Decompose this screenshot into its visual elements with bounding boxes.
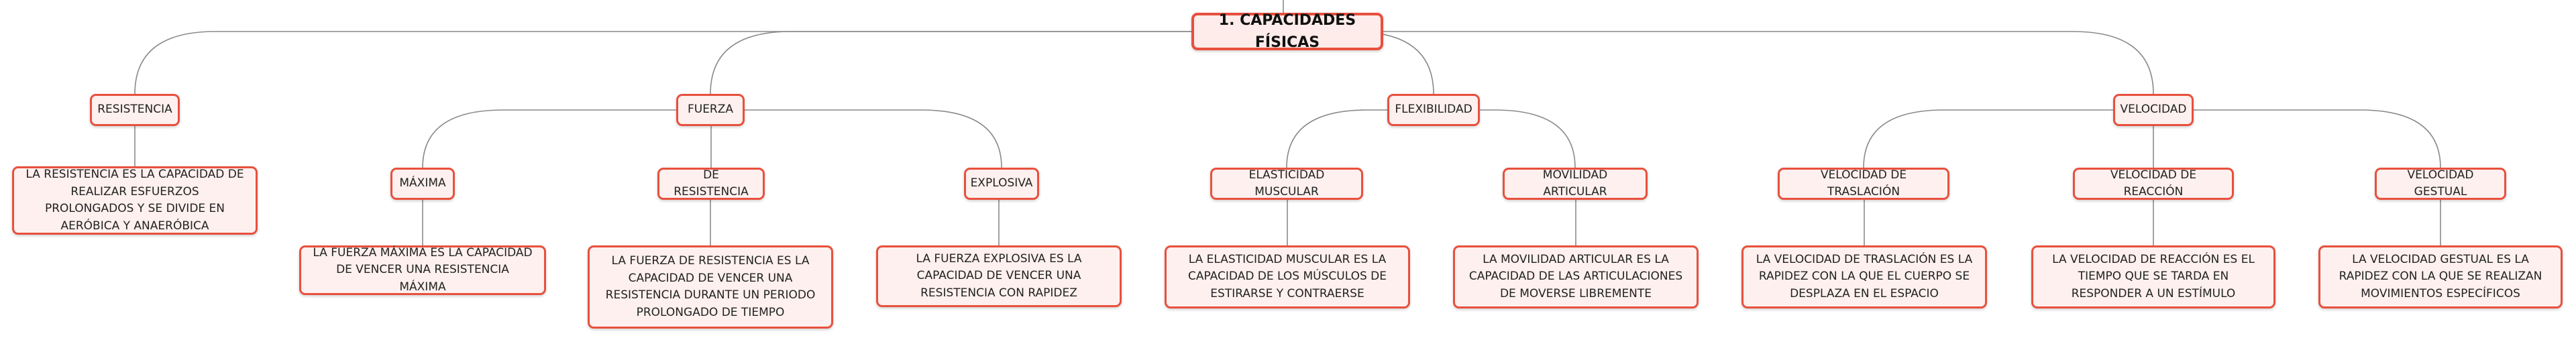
subtype-node-maxima[interactable]: MÁXIMA [390,168,455,200]
subtype-node-velocidad-reaccion[interactable]: VELOCIDAD DE REACCIÓN [2073,168,2234,200]
subtype-node-movilidad-articular[interactable]: MOVILIDAD ARTICULAR [1503,168,1648,200]
description-node-movilidad-articular[interactable]: LA MOVILIDAD ARTICULAR ES LA CAPACIDAD D… [1453,245,1699,308]
connector-velocidad-gestual [2194,109,2441,168]
subtype-node-de-resistencia[interactable]: DE RESISTENCIA [657,168,765,200]
connector-velocidad-traslacion [1863,109,2113,168]
category-node-resistencia[interactable]: RESISTENCIA [90,94,180,126]
description-node-elasticidad-muscular[interactable]: LA ELASTICIDAD MUSCULAR ES LA CAPACIDAD … [1165,245,1410,308]
connector-fuerza-maxima [422,109,676,168]
connector-root-fuerza [710,31,1191,95]
connector-flexibilidad-movilidad [1480,109,1576,168]
connector-fuerza-explosiva [745,109,1002,168]
description-node-explosiva[interactable]: LA FUERZA EXPLOSIVA ES LA CAPACIDAD DE V… [876,245,1122,307]
description-node-resistencia[interactable]: LA RESISTENCIA ES LA CAPACIDAD DE REALIZ… [12,166,258,235]
subtype-node-elasticidad-muscular[interactable]: ELASTICIDAD MUSCULAR [1210,168,1363,200]
connector-root-resistencia [134,31,1191,95]
category-node-velocidad[interactable]: VELOCIDAD [2113,94,2194,126]
root-node[interactable]: 1. CAPACIDADES FÍSICAS [1191,12,1383,51]
description-node-velocidad-traslacion[interactable]: LA VELOCIDAD DE TRASLACIÓN ES LA RAPIDEZ… [1741,245,1987,308]
description-node-velocidad-reaccion[interactable]: LA VELOCIDAD DE REACCIÓN ES EL TIEMPO QU… [2031,245,2275,308]
subtype-node-velocidad-traslacion[interactable]: VELOCIDAD DE TRASLACIÓN [1778,168,1949,200]
subtype-node-explosiva[interactable]: EXPLOSIVA [964,168,1039,200]
category-node-fuerza[interactable]: FUERZA [676,94,745,126]
description-node-maxima[interactable]: LA FUERZA MÁXIMA ES LA CAPACIDAD DE VENC… [299,245,546,295]
description-node-velocidad-gestual[interactable]: LA VELOCIDAD GESTUAL ES LA RAPIDEZ CON L… [2318,245,2563,308]
connector-root-velocidad [1383,31,2154,95]
connector-flexibilidad-elasticidad [1286,109,1387,168]
category-node-flexibilidad[interactable]: FLEXIBILIDAD [1387,94,1480,126]
description-node-de-resistencia[interactable]: LA FUERZA DE RESISTENCIA ES LA CAPACIDAD… [588,245,833,329]
subtype-node-velocidad-gestual[interactable]: VELOCIDAD GESTUAL [2375,168,2506,200]
